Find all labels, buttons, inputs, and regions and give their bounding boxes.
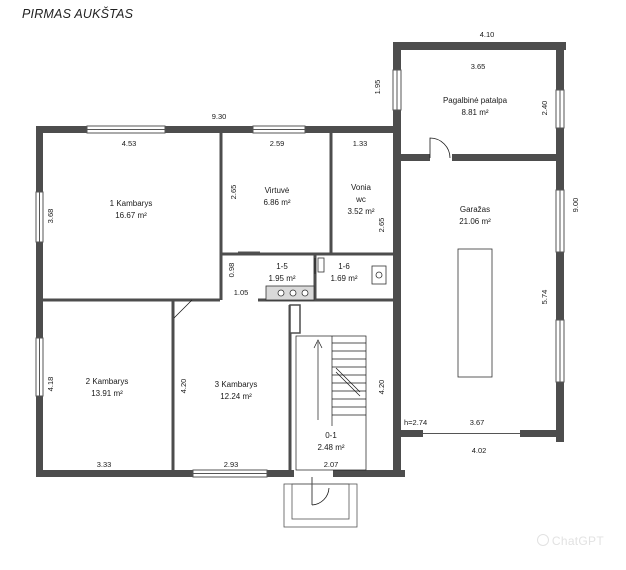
room-area: 16.67 m² [115, 211, 147, 220]
step [283, 483, 358, 528]
dimension-label: 9.00 [571, 198, 580, 213]
room-name: wc [355, 195, 366, 204]
room-name: Garažas [460, 205, 490, 214]
stair-post [289, 304, 301, 334]
dimension-label: 4.10 [480, 30, 495, 39]
dimension-label: 3.68 [46, 209, 55, 224]
fixtures [265, 257, 387, 301]
room-area: 8.81 m² [461, 108, 488, 117]
room-name: 1-5 [276, 262, 288, 271]
stair-break [335, 367, 361, 393]
vent [317, 257, 325, 273]
dimension-label: 4.20 [377, 380, 386, 395]
step [291, 483, 350, 520]
stove-burner-icon [301, 289, 309, 297]
room-name: 3 Kambarys [215, 380, 258, 389]
wall-garage-bottom-left [393, 430, 423, 437]
dimension-label: 1.33 [353, 139, 368, 148]
dimension-label: 9.30 [212, 112, 227, 121]
dimension-label: 4.20 [179, 379, 188, 394]
dimension-label: 3.65 [471, 62, 486, 71]
room-area: 13.91 m² [91, 389, 123, 398]
room-name: 1-6 [338, 262, 350, 271]
dimension-label: 2.65 [377, 218, 386, 233]
drain-icon [375, 271, 383, 279]
door-opening [430, 154, 452, 161]
dimension-label: 2.40 [540, 101, 549, 116]
room-name: 1 Kambarys [110, 199, 153, 208]
dimension-label: h=2.74 [404, 418, 427, 427]
dimension-label: 4.02 [472, 446, 487, 455]
windows [35, 69, 565, 478]
chatgpt-logo-icon [536, 534, 549, 546]
dimension-label: 0.98 [227, 263, 236, 278]
wall-bottom-stair [333, 470, 405, 477]
room-name: 2 Kambarys [86, 377, 129, 386]
watermark-text: ChatGPT [551, 534, 604, 548]
room-name: Pagalbinė patalpa [443, 96, 508, 105]
room-area: 6.86 m² [263, 198, 290, 207]
stair-treads [332, 342, 366, 416]
dimension-label: 4.18 [46, 377, 55, 392]
floor-title: PIRMAS AUKŠTAS [22, 7, 134, 21]
wall-annex-top [393, 42, 566, 50]
dimension-label: 4.53 [122, 139, 137, 148]
dimension-label: 1.05 [234, 288, 249, 297]
interior-walls [40, 133, 397, 474]
room-area: 3.52 m² [347, 207, 374, 216]
doors [173, 137, 452, 506]
dimension-label: 3.67 [470, 418, 485, 427]
wall-top-main [36, 126, 398, 133]
dimension-label: 2.07 [324, 460, 339, 469]
door-swing [429, 137, 451, 159]
entrance-steps [283, 483, 358, 528]
room-name: 0-1 [325, 431, 337, 440]
entrance-door-opening [294, 470, 333, 477]
room-area: 1.69 m² [330, 274, 357, 283]
dimension-label: 3.33 [97, 460, 112, 469]
stair-arrow-head [313, 339, 323, 349]
watermark: ChatGPT [536, 534, 604, 548]
dimension-label: 2.93 [224, 460, 239, 469]
room-area: 2.48 m² [317, 443, 344, 452]
wall-bottom-rooms [36, 470, 294, 477]
room-area: 12.24 m² [220, 392, 252, 401]
room-area: 1.95 m² [268, 274, 295, 283]
wall-garage-divider [393, 42, 401, 477]
room-name: Virtuvė [265, 186, 290, 195]
dimension-labels: 9.30 4.10 3.65 1.95 2.40 4.53 2.59 1.33 … [46, 30, 580, 469]
door-swing [173, 299, 193, 319]
dimension-label: 2.59 [270, 139, 285, 148]
wall-garage-bottom-right [520, 430, 564, 437]
stove-burner-icon [289, 289, 297, 297]
dimension-label: 5.74 [540, 290, 549, 305]
staircase [289, 304, 367, 471]
wall-pagalbine-bottom [393, 154, 564, 161]
room-area: 21.06 m² [459, 217, 491, 226]
room-name: Vonia [351, 183, 372, 192]
wall-left [36, 126, 43, 476]
dimension-label: 2.65 [229, 185, 238, 200]
garage-car-outline [457, 248, 493, 378]
entrance-door-swing [311, 477, 330, 506]
room-labels: 1 Kambarys 16.67 m² Virtuvė 6.86 m² Voni… [86, 96, 508, 452]
stair-frame [295, 335, 367, 471]
stove-burner-icon [277, 289, 285, 297]
dimension-label: 1.95 [373, 80, 382, 95]
